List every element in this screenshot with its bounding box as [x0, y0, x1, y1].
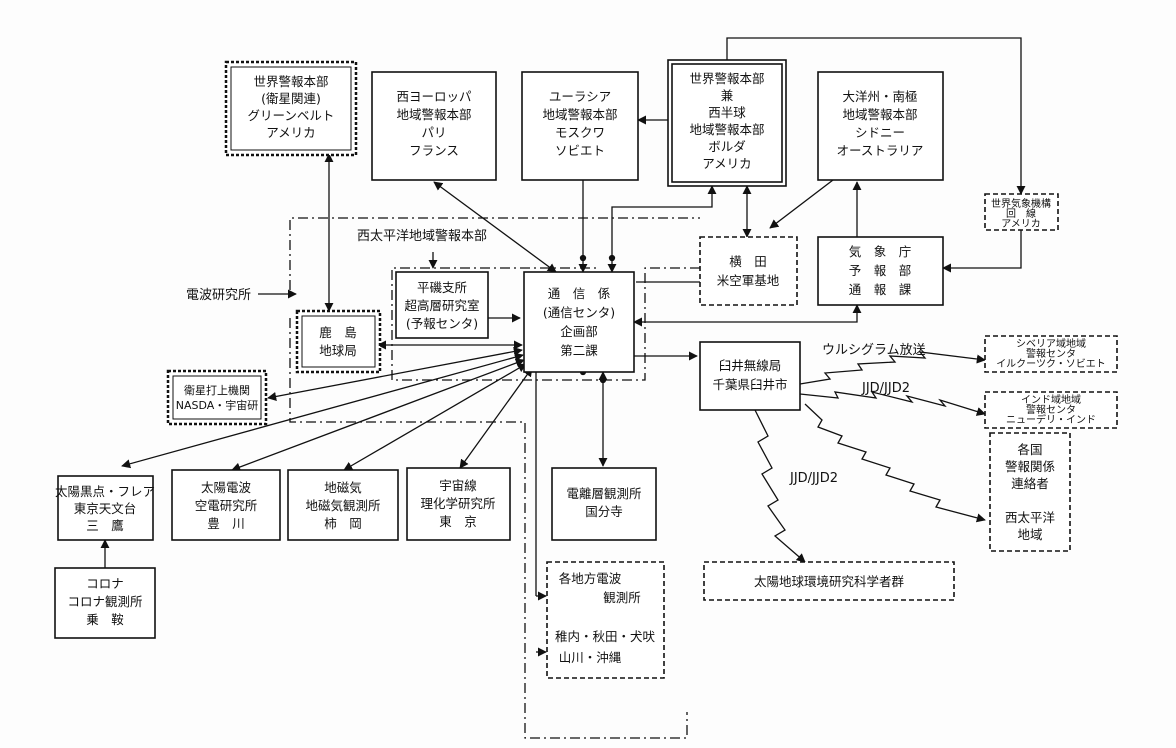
node-kashima: 鹿 島地球局 [319, 325, 357, 358]
node-scientists: 太陽地球環境研究科学者群 [754, 574, 905, 589]
node-eurasia: ユーラシア地域警報本部モスクワソビエト [542, 89, 617, 158]
node-kakuchiho: 各地方電波観測所稚内・秋田・犬吠山川・沖縄 [555, 571, 656, 665]
node-kakkoku: 各国警報関係連絡者西太平洋地域 [1005, 442, 1055, 542]
node-yokota: 横 田米空軍基地 [717, 254, 780, 288]
node-tsushin: 通 信 係(通信センタ)企画部第二課 [543, 286, 615, 358]
node-denriso: 電離層観測所国分寺 [566, 486, 641, 519]
label-jjd-down: JJD/JJD2 [789, 471, 838, 486]
node-uchusen: 宇宙線理化学研究所東 京 [420, 478, 495, 529]
node-corona: コロナコロナ観測所乗 鞍 [67, 576, 142, 627]
label-west-pacific-hq: 西太平洋地域警報本部 [357, 228, 487, 244]
node-siberia: シベリア域地域警報センタイルクーツク・ソビエト [996, 337, 1106, 370]
node-world-hq: 世界警報本部兼西半球地域警報本部ボルダアメリカ [689, 71, 764, 171]
label-jjd-right: JJD/JJD2 [861, 381, 910, 396]
node-taiyo-denpa: 太陽電波空電研究所豊 川 [195, 480, 258, 531]
node-wmo-line: 世界気象機構回 線アメリカ [991, 197, 1051, 230]
node-green-belt: 世界警報本部(衛星関連)グリーンベルトアメリカ [248, 74, 335, 140]
dashed-boxes [546, 193, 1118, 679]
node-west-europe: 西ヨーロッパ地域警報本部パリフランス [396, 89, 471, 158]
stamp-boxes [166, 60, 382, 426]
label-ursigram: ウルシグラム放送 [822, 343, 926, 358]
solid-boxes [54, 59, 944, 639]
node-taiyo-kokuten: 太陽黒点・フレア東京天文台三 鷹 [55, 484, 155, 533]
radio-links [754, 351, 986, 563]
node-jma: 気 象 庁予 報 部通 報 課 [849, 244, 912, 297]
node-chijiki: 地磁気地磁気観測所柿 岡 [305, 480, 380, 531]
node-oceania: 大洋州・南極地域警報本部シドニーオーストラリア [837, 89, 924, 158]
node-hiraiso: 平磯支所超高層研究室(予報センタ) [404, 280, 479, 331]
node-india: インド域地域警報センタニューデリ・インド [1006, 393, 1096, 426]
node-usui: 臼井無線局千葉県臼井市 [712, 358, 787, 392]
connections [100, 37, 1026, 657]
label-denpa-kenkyusho: 電波研究所 [186, 288, 251, 303]
